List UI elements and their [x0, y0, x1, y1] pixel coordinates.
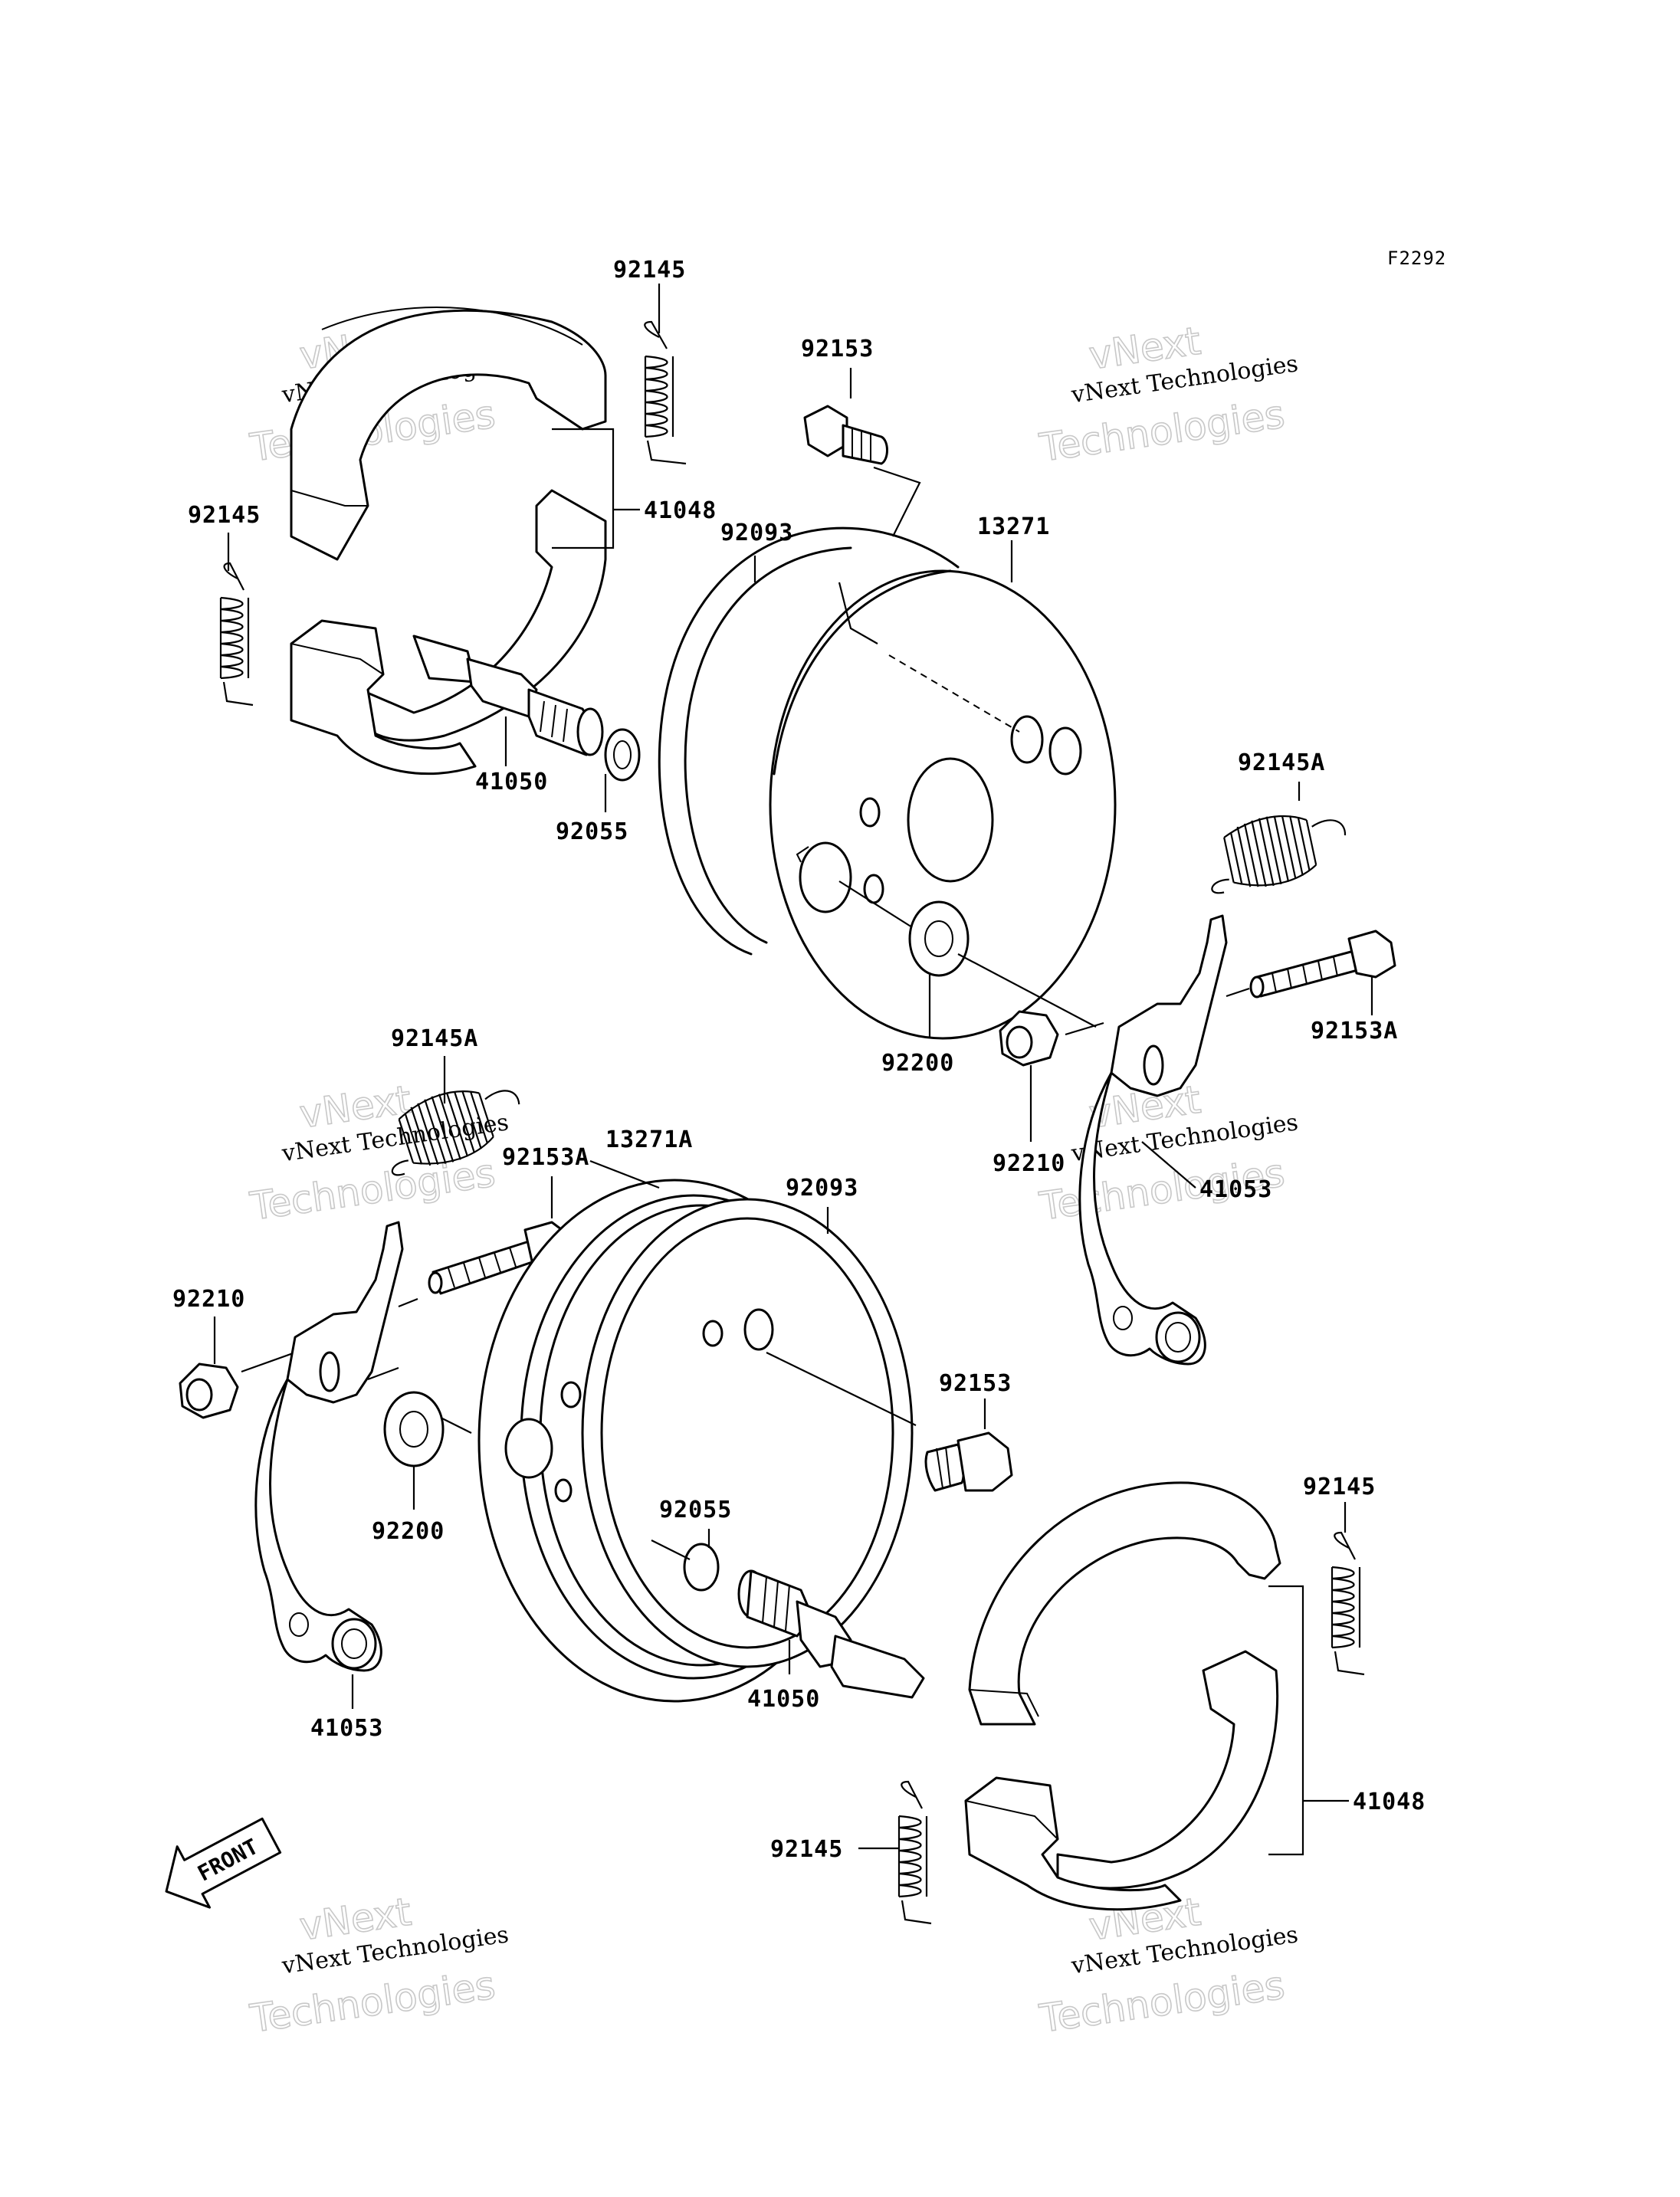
upper-drum-plate [769, 569, 1117, 1040]
lower-right-spring [1331, 1531, 1365, 1676]
lower-camshaft [737, 1569, 925, 1699]
lower-brake-shoe-upper [968, 1481, 1281, 1726]
right-lever [1078, 914, 1228, 1366]
label-lower-washer: 92055 [659, 1497, 732, 1523]
label-left-bolt-a: 92153A [502, 1144, 589, 1171]
label-upper-washer: 92055 [556, 818, 628, 845]
label-lower-spring-left: 92145 [770, 1836, 843, 1863]
figure-code: F2292 [1387, 248, 1446, 269]
label-lower-shoes: 41048 [1353, 1789, 1426, 1815]
label-right-washer: 92200 [881, 1050, 954, 1077]
label-right-nut: 92210 [993, 1150, 1065, 1177]
lower-drum [477, 1179, 914, 1703]
left-nut [179, 1362, 239, 1419]
lower-shoes-bracket [1268, 1585, 1349, 1856]
lower-brake-shoe-lower [964, 1650, 1279, 1911]
front-arrow-icon: FRONT [165, 1817, 282, 1909]
watermark-top-right: vNext Technologies vNext Technologies [1036, 318, 1300, 471]
label-upper-camshaft: 41050 [475, 769, 548, 795]
label-left-washer: 92200 [372, 1518, 445, 1545]
left-lever [254, 1221, 404, 1672]
label-lower-camshaft: 41050 [747, 1686, 820, 1713]
upper-top-spring [644, 320, 687, 465]
upper-washer [604, 728, 641, 782]
label-lower-drum: 13271A [605, 1126, 693, 1153]
label-left-spring-a: 92145A [391, 1025, 478, 1052]
label-upper-seal: 92093 [720, 520, 793, 546]
lower-left-spring [897, 1780, 932, 1925]
right-spring-a [1211, 815, 1347, 894]
watermark-mid-left: vNext Technologies vNext Technologies [247, 1077, 510, 1230]
label-upper-shoes: 41048 [644, 497, 717, 524]
label-left-nut: 92210 [172, 1286, 245, 1313]
upper-shoes-bracket [552, 428, 640, 549]
right-nut [999, 1010, 1059, 1067]
label-upper-spring-left: 92145 [188, 502, 261, 529]
right-washer [908, 900, 970, 977]
label-lower-seal: 92093 [786, 1175, 858, 1202]
label-upper-bolt: 92153 [801, 336, 874, 362]
label-right-bolt-a: 92153A [1311, 1018, 1398, 1044]
label-lower-bolt: 92153 [939, 1370, 1012, 1397]
upper-brake-shoe-inner [290, 489, 607, 776]
label-right-lever: 41053 [1199, 1176, 1272, 1203]
watermark-bottom-left: vNext Technologies vNext Technologies [247, 1889, 510, 2042]
lower-bolt [924, 1431, 1013, 1492]
upper-left-spring [219, 562, 254, 707]
label-lower-spring-right: 92145 [1303, 1474, 1376, 1500]
label-upper-spring-top: 92145 [613, 257, 686, 284]
label-right-spring-a: 92145A [1238, 749, 1325, 776]
right-bolt-a [1249, 930, 1396, 998]
left-spring-a [391, 1090, 520, 1176]
upper-camshaft [412, 635, 604, 756]
label-upper-drum: 13271 [977, 513, 1050, 540]
upper-brake-shoe-outer [290, 307, 607, 561]
upper-bolt [803, 405, 888, 465]
left-washer [383, 1391, 445, 1467]
upper-seal [658, 526, 960, 956]
label-left-lever: 41053 [310, 1715, 383, 1742]
